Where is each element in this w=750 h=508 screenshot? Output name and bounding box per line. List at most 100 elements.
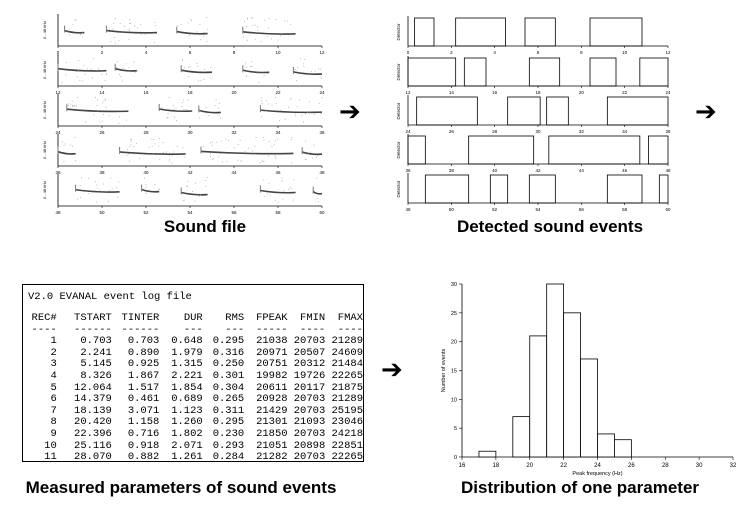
noise-dot xyxy=(261,159,263,161)
table-cell: 22265 xyxy=(331,451,363,462)
noise-dot xyxy=(169,158,170,160)
noise-dot xyxy=(118,122,120,124)
noise-dot xyxy=(184,67,186,69)
detected-event xyxy=(589,57,617,87)
col-header: RMS xyxy=(225,312,245,324)
noise-dot xyxy=(239,139,241,141)
tick-label: 8 xyxy=(580,50,583,55)
col-rule: --- xyxy=(183,323,203,336)
table-cell: 25.116 xyxy=(74,439,112,452)
noise-dot xyxy=(268,141,270,142)
noise-dot xyxy=(136,70,138,72)
table-cell: 21289 xyxy=(331,393,363,406)
noise-dot xyxy=(265,110,267,112)
noise-dot xyxy=(124,26,125,27)
table-cell: 21038 xyxy=(256,335,288,348)
x-tick-label: 16 xyxy=(459,463,466,469)
call-streak xyxy=(260,109,323,114)
col-header: TINTER xyxy=(121,312,160,324)
noise-dot xyxy=(279,119,280,121)
table-cell: 4 xyxy=(50,369,57,382)
noise-dot xyxy=(218,114,220,116)
noise-dot xyxy=(296,105,298,107)
table-cell: 20703 xyxy=(293,451,326,462)
table-cell: 0.882 xyxy=(127,451,160,462)
noise-dot xyxy=(262,179,264,181)
noise-dot xyxy=(295,112,297,114)
noise-dot xyxy=(76,76,78,78)
call-streak xyxy=(114,67,138,72)
noise-dot xyxy=(308,153,309,155)
table-cell: 23046 xyxy=(331,416,363,429)
noise-dot xyxy=(209,142,211,144)
noise-dot xyxy=(121,80,123,82)
noise-dot xyxy=(307,112,308,113)
noise-dot xyxy=(167,117,169,119)
noise-dot xyxy=(221,140,222,142)
noise-dot xyxy=(144,189,146,191)
noise-dot xyxy=(281,177,283,179)
detected-event xyxy=(407,135,426,165)
histogram-bar xyxy=(529,335,548,458)
noise-dot xyxy=(78,60,80,61)
noise-dot xyxy=(75,20,77,21)
noise-dot xyxy=(115,42,116,44)
noise-dot xyxy=(251,17,253,19)
call-streak xyxy=(106,29,158,34)
noise-dot xyxy=(309,111,311,113)
col-rule: ---- xyxy=(337,323,363,336)
histogram-bar xyxy=(546,283,565,458)
noise-dot xyxy=(128,29,130,31)
tick-label: 16 xyxy=(492,90,498,95)
noise-dot xyxy=(199,117,200,119)
tick-label: 50 xyxy=(99,210,105,215)
noise-dot xyxy=(263,75,265,77)
detected-event xyxy=(424,174,470,204)
noise-dot xyxy=(133,145,135,147)
tick-label: 44 xyxy=(231,170,237,175)
noise-dot xyxy=(145,186,147,188)
noise-dot xyxy=(310,151,312,153)
tick-label: 52 xyxy=(143,210,149,215)
noise-dot xyxy=(63,145,65,146)
noise-dot xyxy=(125,63,127,65)
noise-dot xyxy=(206,41,208,42)
noise-dot xyxy=(254,24,256,26)
detected-event xyxy=(524,17,556,47)
noise-dot xyxy=(210,156,211,157)
noise-dot xyxy=(79,185,81,187)
noise-dot xyxy=(66,109,68,111)
table-cell: 12.064 xyxy=(74,381,112,394)
noise-dot xyxy=(129,160,131,162)
tick-label: 32 xyxy=(231,130,237,135)
tick-label: 36 xyxy=(405,168,411,173)
noise-dot xyxy=(275,19,277,21)
noise-dot xyxy=(78,69,79,71)
noise-dot xyxy=(216,141,218,143)
tick-label: 6 xyxy=(537,50,540,55)
detected-event xyxy=(528,174,556,204)
detected-event xyxy=(463,57,487,87)
histogram-bar xyxy=(597,433,615,458)
noise-dot xyxy=(318,103,320,105)
table-cell: 21289 xyxy=(331,335,363,348)
table-cell: 20.420 xyxy=(74,416,112,429)
noise-dot xyxy=(64,143,66,145)
table-cell: 21282 xyxy=(256,451,288,462)
noise-dot xyxy=(208,111,210,113)
noise-dot xyxy=(130,140,132,142)
tick-label: 18 xyxy=(187,90,193,95)
tick-label: 46 xyxy=(275,170,281,175)
noise-dot xyxy=(291,188,293,189)
noise-dot xyxy=(162,142,164,143)
x-tick-label: 30 xyxy=(696,463,703,469)
noise-dot xyxy=(98,68,99,70)
noise-dot xyxy=(267,103,269,105)
noise-dot xyxy=(304,159,306,161)
table-cell: 2.241 xyxy=(80,346,112,359)
noise-dot xyxy=(140,24,142,26)
